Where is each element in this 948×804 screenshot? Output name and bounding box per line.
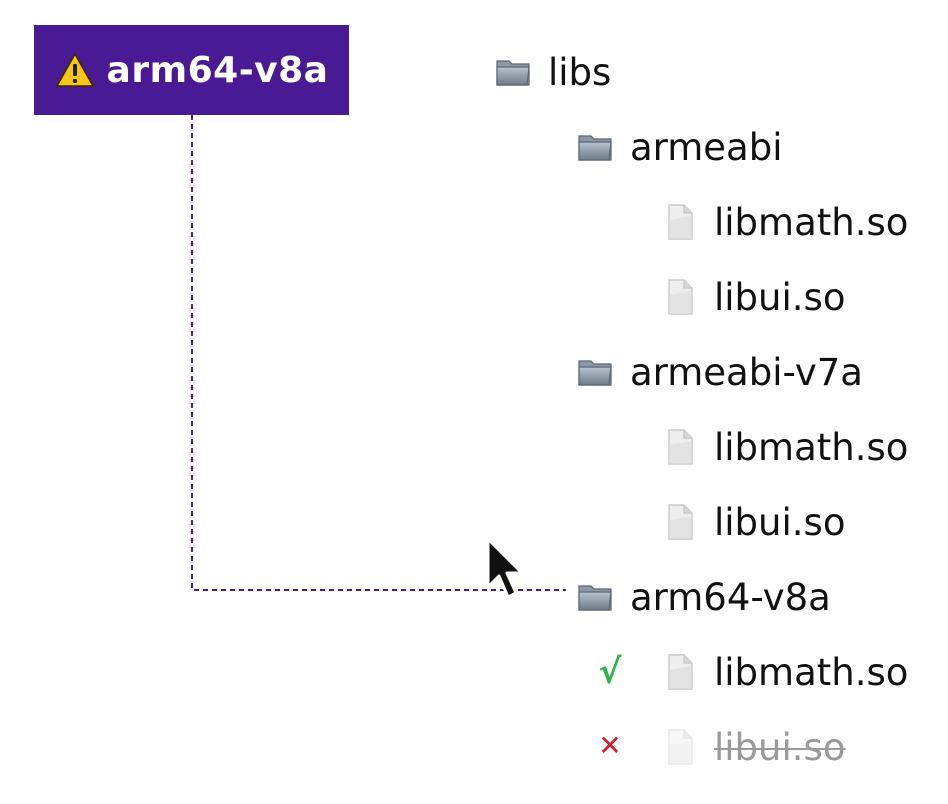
tree-file-libmath[interactable]: libmath.so bbox=[660, 417, 908, 477]
check-icon: √ bbox=[598, 652, 622, 692]
tree-folder-armeabi[interactable]: armeabi bbox=[576, 117, 782, 177]
tree-item-label: libmath.so bbox=[714, 425, 909, 469]
tree-file-libui[interactable]: libui.so bbox=[660, 492, 845, 552]
tree-item-label: armeabi-v7a bbox=[630, 350, 863, 394]
tree-file-libui[interactable]: libui.so bbox=[660, 267, 845, 327]
tree-item-label: libmath.so bbox=[714, 200, 909, 244]
tree-folder-libs[interactable]: libs bbox=[494, 42, 611, 102]
file-icon bbox=[660, 427, 700, 467]
tree-folder-arm64-v8a[interactable]: arm64-v8a bbox=[576, 567, 831, 627]
tree-file-libmath[interactable]: libmath.so bbox=[660, 192, 908, 252]
tree-item-label: libui.so bbox=[714, 275, 846, 319]
tree-item-label: libs bbox=[548, 50, 612, 94]
folder-icon bbox=[494, 52, 534, 92]
file-icon bbox=[660, 277, 700, 317]
warning-icon bbox=[55, 52, 95, 88]
tree-file-libmath[interactable]: libmath.so bbox=[660, 642, 908, 702]
tree-item-label: libui.so bbox=[714, 725, 846, 769]
tree-file-libui-missing[interactable]: libui.so bbox=[660, 717, 845, 777]
tree-item-label: arm64-v8a bbox=[630, 575, 831, 619]
folder-icon bbox=[576, 352, 616, 392]
tree-item-label: libui.so bbox=[714, 500, 846, 544]
missing-abi-callout: arm64-v8a bbox=[34, 25, 349, 115]
file-icon bbox=[660, 202, 700, 242]
file-icon bbox=[660, 502, 700, 542]
tree-item-label: libmath.so bbox=[714, 650, 909, 694]
folder-icon bbox=[576, 577, 616, 617]
folder-icon bbox=[576, 127, 616, 167]
tree-folder-armeabi-v7a[interactable]: armeabi-v7a bbox=[576, 342, 863, 402]
mouse-cursor-icon bbox=[486, 537, 524, 599]
file-icon bbox=[660, 652, 700, 692]
tree-item-label: armeabi bbox=[630, 125, 783, 169]
cross-icon: ✕ bbox=[598, 729, 622, 762]
file-icon bbox=[660, 727, 700, 767]
callout-label: arm64-v8a bbox=[106, 49, 329, 91]
